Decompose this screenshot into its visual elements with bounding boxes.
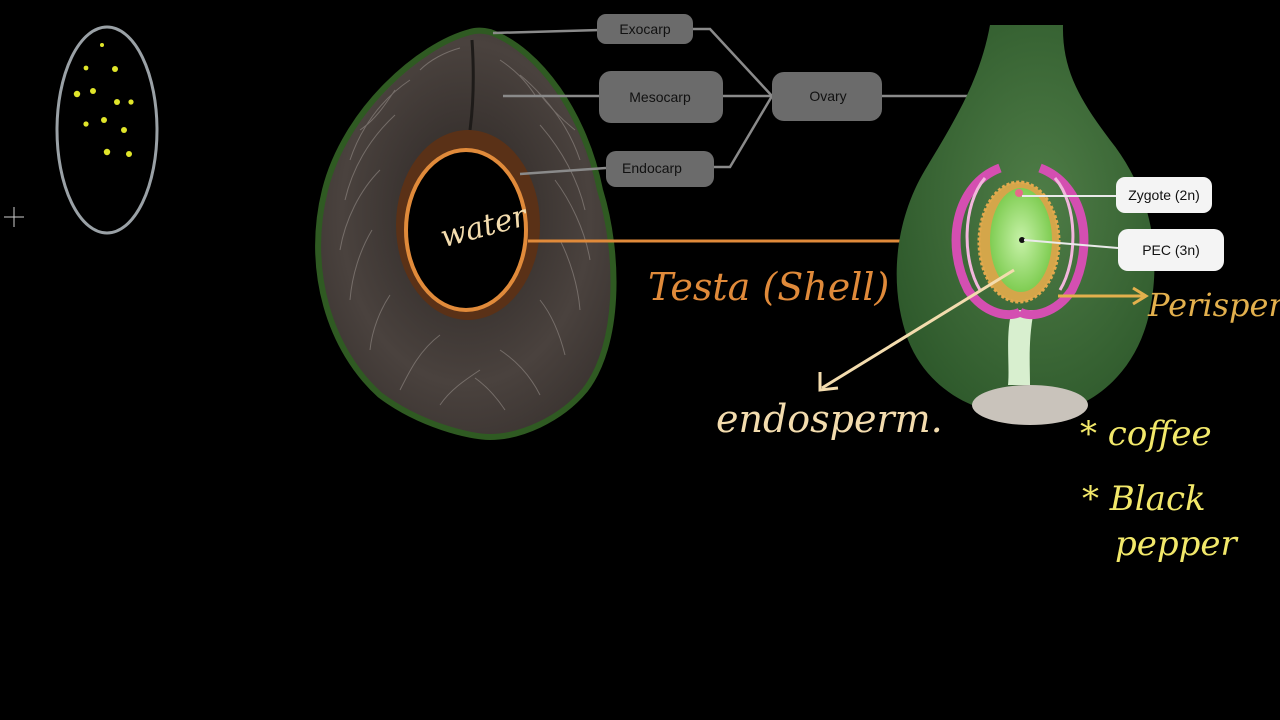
exocarp-label: Exocarp — [619, 21, 671, 37]
endosperm-arrow — [818, 268, 1015, 392]
endosperm-label: endosperm. — [716, 397, 943, 441]
connector-lines — [492, 27, 982, 176]
husk-fibers — [339, 47, 591, 411]
zygote-box: Zygote (2n) — [1116, 177, 1212, 213]
endocarp-label: Endocarp — [622, 160, 682, 176]
dotted-ellipse — [55, 25, 159, 235]
coffee-label: * coffee — [1080, 414, 1212, 454]
black-label: * Black — [1082, 479, 1206, 519]
pepper-label: pepper — [1115, 524, 1239, 564]
mesocarp-label: Mesocarp — [629, 89, 691, 105]
zygote-label: Zygote (2n) — [1128, 187, 1200, 203]
ovary-box: Ovary — [772, 72, 882, 121]
pec-line — [1023, 239, 1119, 249]
perisperm-label: Perisperm — [1147, 286, 1280, 324]
ovule-drawing — [896, 25, 1155, 425]
pec-box: PEC (3n) — [1118, 229, 1224, 271]
pec-label: PEC (3n) — [1142, 242, 1200, 258]
ovary-label: Ovary — [809, 88, 846, 104]
mesocarp-box: Mesocarp — [599, 71, 723, 123]
coconut-drawing: water — [315, 27, 617, 441]
crosshair-icon — [4, 207, 24, 227]
perisperm-arrow — [1058, 286, 1149, 306]
testa-label: Testa (Shell) — [648, 265, 889, 309]
endocarp-box: Endocarp — [606, 151, 714, 187]
yellow-dots — [73, 43, 134, 157]
exocarp-box: Exocarp — [597, 14, 693, 44]
